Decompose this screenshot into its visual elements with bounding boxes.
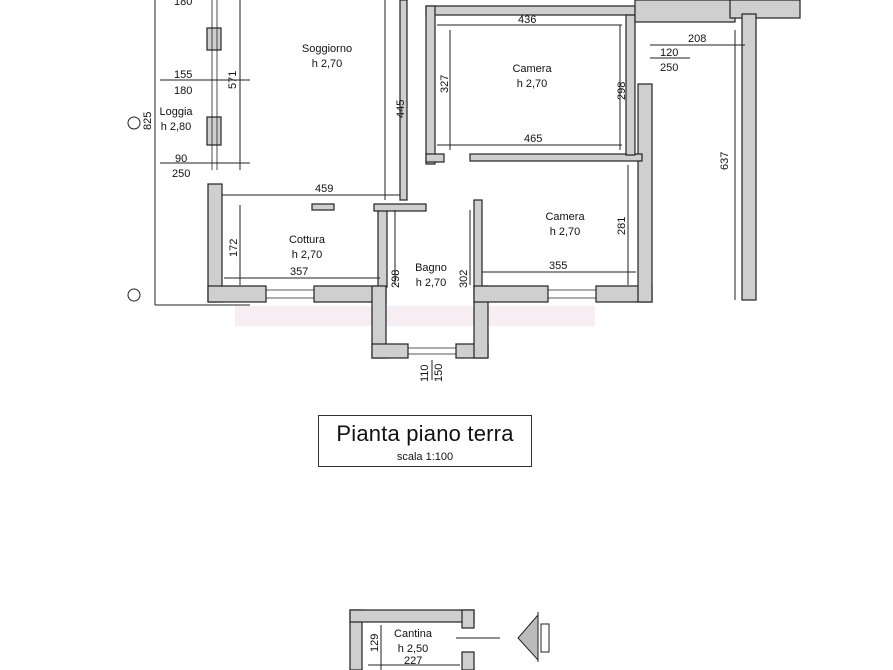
wall-segment xyxy=(349,609,475,623)
render-band xyxy=(235,306,595,326)
room-name-soggiorno: Soggiorno xyxy=(302,43,352,55)
dim-label: 90 xyxy=(175,153,187,165)
dim-label: 637 xyxy=(719,152,731,170)
dim-label: 445 xyxy=(395,100,407,118)
wall-segment xyxy=(461,651,475,670)
room-height-soggiorno: h 2,70 xyxy=(312,58,343,70)
wall-segment xyxy=(425,5,436,165)
wall-segment xyxy=(634,0,736,23)
dimension-lines xyxy=(154,0,745,380)
room-name-cottura: Cottura xyxy=(289,234,326,246)
room-name-camera-2: Camera xyxy=(545,211,585,223)
room-labels: Soggiorno h 2,70 Camera h 2,70 Camera h … xyxy=(159,43,585,289)
room-height-cottura: h 2,70 xyxy=(292,249,323,261)
room-height-bagno: h 2,70 xyxy=(416,277,447,289)
wall-segment xyxy=(473,285,549,303)
wall-segment xyxy=(625,14,636,156)
room-name-camera-1: Camera xyxy=(512,63,552,75)
wall-segment xyxy=(425,153,445,163)
dim-label: 172 xyxy=(228,239,240,257)
dim-label: 298 xyxy=(390,270,402,288)
dim-label: 180 xyxy=(174,85,192,97)
wall-segment xyxy=(729,0,801,19)
openings xyxy=(211,0,596,355)
dim-label: 327 xyxy=(439,75,451,93)
dim-label: 355 xyxy=(549,260,567,272)
dim-label: 110 xyxy=(419,364,431,382)
dim-label: 250 xyxy=(660,62,678,74)
wall-segment xyxy=(206,27,222,51)
north-arrow-icon xyxy=(517,612,550,662)
cantina-plan: 129 Cantina h 2,50 227 xyxy=(349,609,500,670)
dim-label: 227 xyxy=(404,655,422,667)
wall-segment xyxy=(371,343,409,359)
wall-segment xyxy=(373,203,427,212)
wall-segment xyxy=(377,204,388,288)
title-block: Pianta piano terra scala 1:100 xyxy=(318,415,532,467)
room-name-bagno: Bagno xyxy=(415,262,447,274)
room-name-loggia: Loggia xyxy=(159,106,193,118)
dim-label: 436 xyxy=(518,14,536,26)
dim-label: 298 xyxy=(616,82,628,100)
room-height-loggia: h 2,80 xyxy=(161,121,192,133)
room-height-camera-2: h 2,70 xyxy=(550,226,581,238)
level-marker xyxy=(127,288,141,302)
dim-label: 465 xyxy=(524,133,542,145)
walls xyxy=(206,0,801,359)
wall-stub xyxy=(311,203,335,211)
dim-label: 571 xyxy=(227,71,239,89)
plan-title: Pianta piano terra xyxy=(336,421,514,446)
wall-segment xyxy=(207,183,223,303)
room-height-cantina: h 2,50 xyxy=(398,643,429,655)
dim-label: 150 xyxy=(433,364,445,382)
dim-label: 825 xyxy=(142,112,154,130)
wall-segment xyxy=(741,13,757,301)
plan-scale: scala 1:100 xyxy=(396,451,454,463)
dim-label: 180 xyxy=(174,0,192,8)
dim-label: 155 xyxy=(174,69,192,81)
dim-label: 250 xyxy=(172,168,190,180)
wall-segment xyxy=(461,609,475,629)
wall-segment xyxy=(637,83,653,303)
dim-label: 208 xyxy=(688,33,706,45)
room-height-camera-1: h 2,70 xyxy=(517,78,548,90)
wall-segment xyxy=(399,0,408,201)
dimension-labels: 180 436 208 120 250 571 155 180 825 445 … xyxy=(142,0,731,382)
dim-label: 120 xyxy=(660,47,678,59)
dim-label: 281 xyxy=(616,217,628,235)
level-marker xyxy=(127,116,141,130)
dim-label: 357 xyxy=(290,266,308,278)
dim-label: 129 xyxy=(369,634,381,652)
wall-segment xyxy=(206,116,222,146)
wall-segment xyxy=(473,199,483,289)
dim-label: 302 xyxy=(458,270,470,288)
wall-segment xyxy=(207,285,267,303)
dim-label: 459 xyxy=(315,183,333,195)
room-name-cantina: Cantina xyxy=(394,628,433,640)
wall-segment xyxy=(469,153,643,162)
